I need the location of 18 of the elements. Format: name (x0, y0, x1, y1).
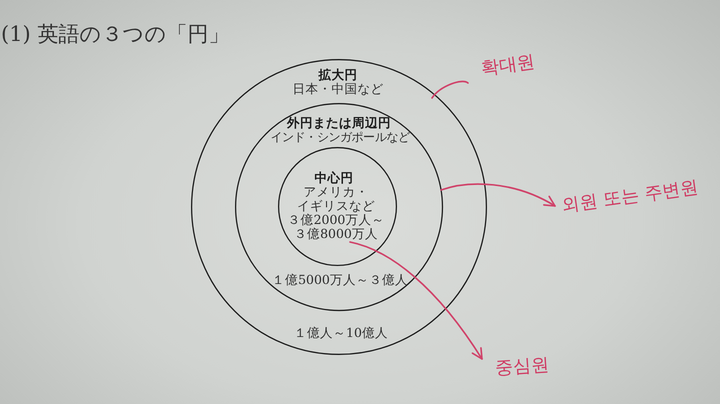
leader-line (431, 80, 469, 99)
middle-circle (234, 102, 444, 312)
inner-circle (278, 147, 398, 266)
handwritten-label: 확대원 (480, 51, 536, 81)
example-countries: アメリカ・イギリスなど (296, 184, 376, 213)
handwritten-arrow (349, 241, 483, 360)
population-range: １億人～10億人 (294, 326, 388, 340)
example-countries: インド・シンガポールなど (270, 130, 410, 144)
circle-heading: 中心円 (314, 170, 354, 185)
circle-heading: 拡大円 (318, 68, 358, 82)
title: (1) 英語の３つの「円」 (1, 21, 230, 47)
handwritten-label: 외원 또는 주변원 (560, 176, 700, 218)
handwritten-arrow (440, 183, 556, 207)
circle-heading: 外円または周辺円 (286, 116, 391, 130)
handwritten-label: 중심원 (494, 354, 550, 380)
population-range: ３億2000万人～３億8000万人 (286, 212, 386, 241)
population-range: １億5000万人～３億人 (272, 272, 408, 287)
example-countries: 日本・中国など (292, 82, 384, 96)
